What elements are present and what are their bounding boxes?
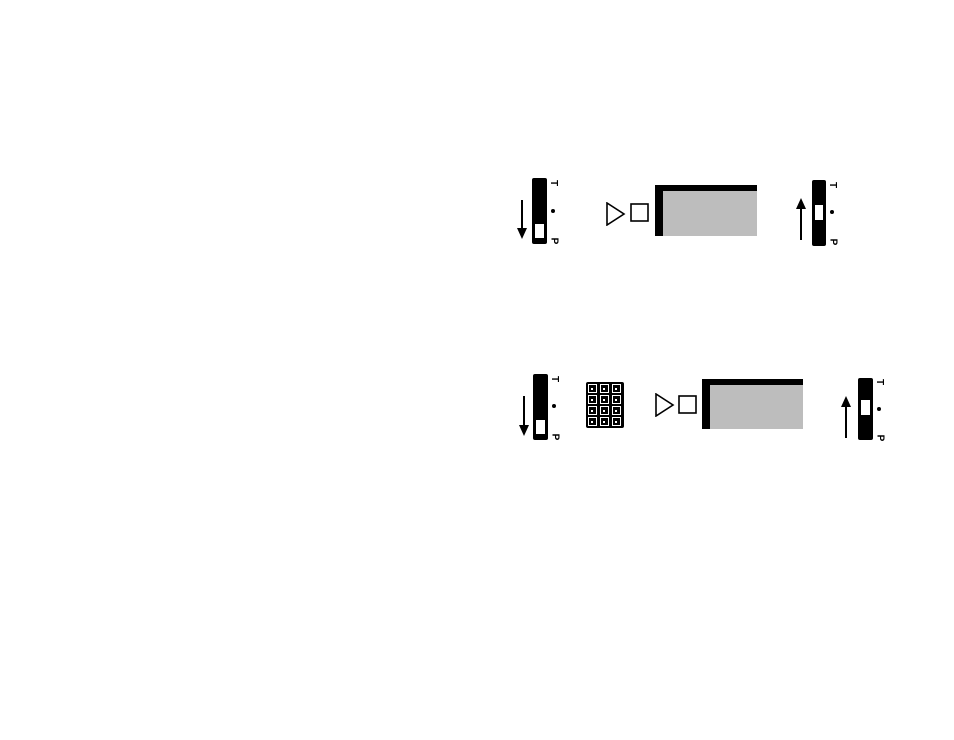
stop-icon (678, 395, 698, 415)
switch-label-p: P (827, 239, 837, 246)
arrow-up-icon (840, 396, 852, 438)
display-border-top (702, 379, 803, 385)
switch-mid-dot (551, 209, 555, 213)
switch-mid-dot (552, 404, 556, 408)
play-icon (606, 202, 626, 226)
switch-knob (533, 222, 546, 240)
switch-knob (534, 418, 547, 436)
arrow-down-icon (518, 396, 530, 438)
switch-label-t: T (549, 376, 559, 382)
stop-icon (630, 203, 650, 223)
switch-label-p: P (549, 434, 559, 441)
slide-switch-left (532, 178, 547, 244)
switch-label-t: T (874, 379, 884, 385)
switch-label-p: P (548, 238, 558, 245)
switch-mid-dot (830, 210, 834, 214)
switch-label-t: T (827, 182, 837, 188)
switch-label-p: P (874, 435, 884, 442)
slide-switch-left (533, 374, 548, 440)
display-border-top (655, 185, 757, 191)
arrow-down-icon (516, 200, 528, 240)
lcd-display (702, 379, 803, 429)
lcd-display (655, 185, 757, 236)
display-border-left (702, 379, 710, 429)
switch-mid-dot (877, 407, 881, 411)
keypad-icon (586, 382, 624, 428)
display-border-left (655, 185, 663, 236)
switch-label-t: T (548, 180, 558, 186)
slide-switch-right (812, 180, 826, 246)
switch-knob (859, 398, 872, 417)
slide-switch-right (858, 378, 873, 440)
arrow-up-icon (795, 198, 807, 240)
play-icon (655, 393, 675, 417)
switch-knob (813, 203, 825, 222)
